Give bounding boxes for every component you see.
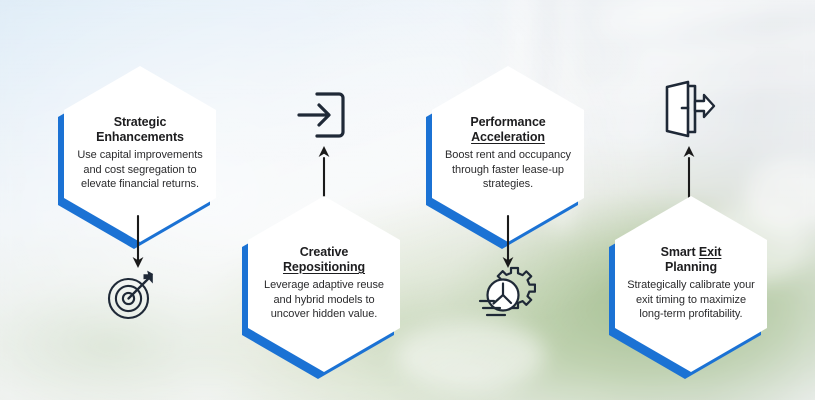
connector-arrow-up-2 [316,146,332,204]
step-card-4-title-line1a: Smart [660,244,699,259]
step-card-2[interactable]: Creative Repositioning Leverage adaptive… [242,196,400,379]
clock-gear-speed-icon [478,264,536,322]
step-card-3[interactable]: Performance Acceleration Boost rent and … [426,66,584,249]
step-card-1-title-line1: Strategic [113,114,167,129]
enter-door-arrow-icon [295,86,353,144]
step-card-4-title-line1b: Exit [698,244,722,259]
step-card-1-body: Use capital improvements and cost segreg… [77,149,203,190]
step-card-1[interactable]: Strategic Enhancements Use capital impro… [58,66,216,249]
step-card-2-title: Creative Repositioning [283,245,365,276]
step-card-3-title-line2: Acceleration [471,130,545,145]
step-card-4-body: Strategically calibrate your exit timing… [627,279,755,320]
step-card-2-title-line1: Creative [299,244,349,259]
connector-arrow-down-1 [130,214,146,270]
step-card-3-body: Boost rent and occupancy through faster … [445,149,571,190]
exit-door-arrow-icon [658,80,716,138]
step-card-2-title-line2: Repositioning [282,260,366,275]
step-card-3-title-line1: Performance [470,114,546,129]
step-card-1-title-line2: Enhancements [96,130,184,145]
target-arrow-icon [103,266,161,324]
step-card-2-face: Creative Repositioning Leverage adaptive… [248,196,400,372]
step-card-4-title-line2: Planning [665,260,717,275]
step-card-4[interactable]: Smart Exit Planning Strategically calibr… [609,196,767,379]
step-card-3-title: Performance Acceleration [470,115,545,146]
step-card-2-body: Leverage adaptive reuse and hybrid model… [264,279,384,320]
connector-arrow-down-3 [500,214,516,270]
step-card-1-title: Strategic Enhancements [96,115,184,146]
step-card-4-title: Smart Exit Planning [661,245,722,276]
connector-arrow-up-4 [681,146,697,204]
